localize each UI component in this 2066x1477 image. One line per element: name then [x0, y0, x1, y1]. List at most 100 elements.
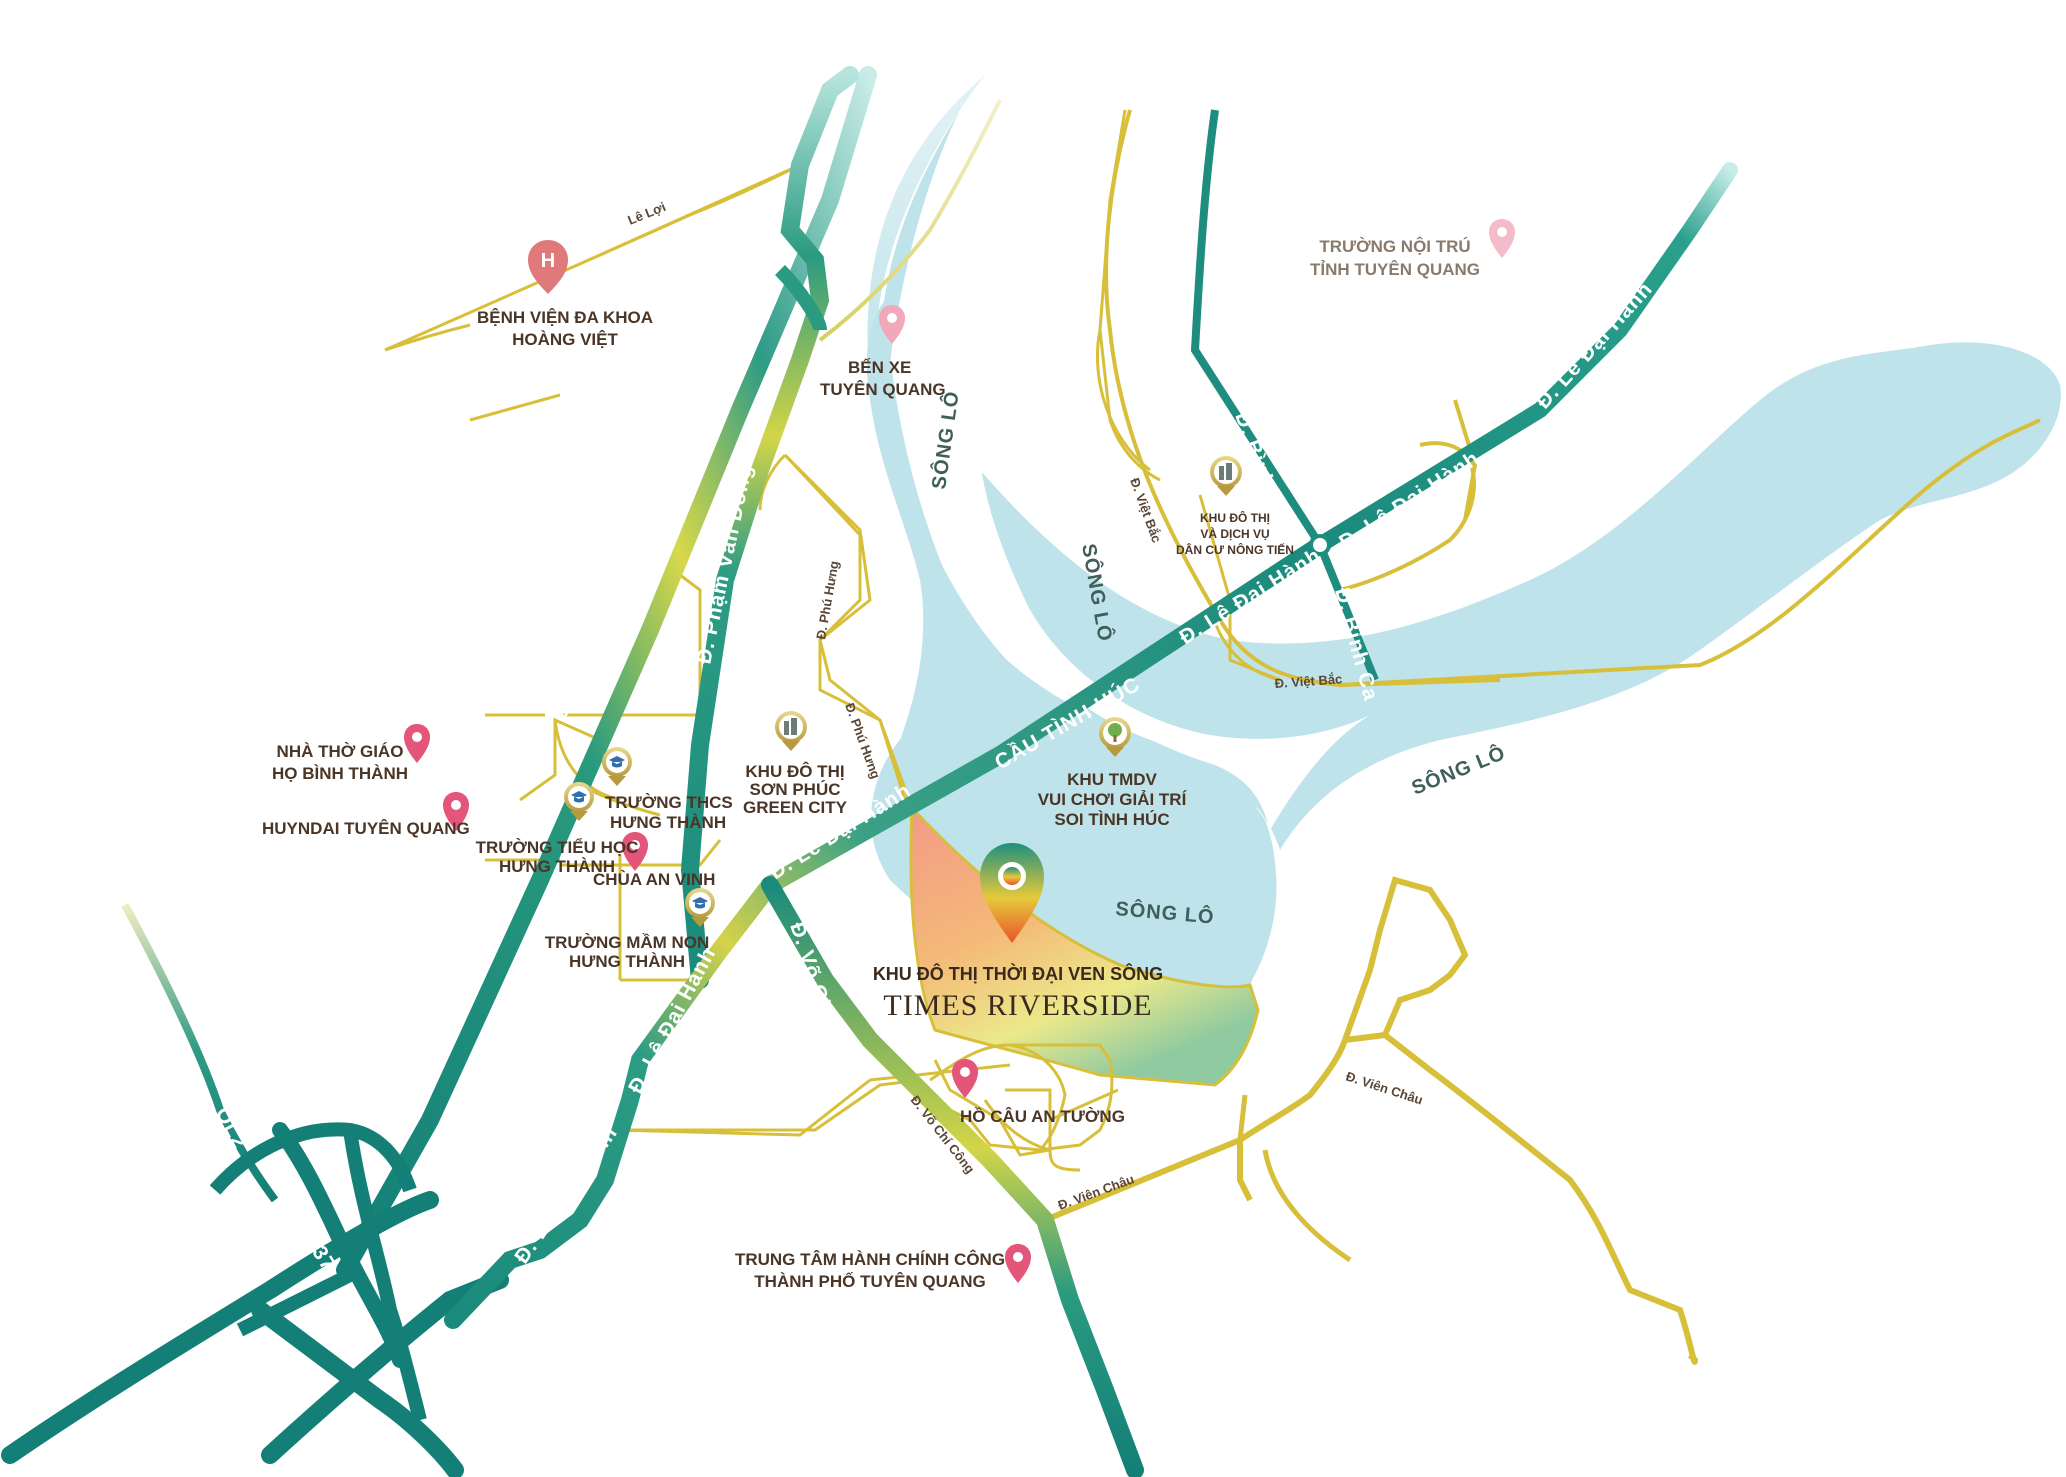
project-title: KHU ĐÔ THỊ THỜI ĐẠI VEN SÔNG [873, 963, 1163, 984]
mam-non-marker[interactable] [685, 888, 715, 927]
nha-tho-label-1: NHÀ THỜ GIÁO [277, 742, 404, 761]
vien-chau-road-2 [1344, 1031, 1699, 1365]
viet-bac-label-2: Đ. Việt Bắc [1274, 671, 1343, 691]
ho-cau-road-2 [1010, 1043, 1114, 1152]
vien-chau-spur [1262, 1149, 1352, 1263]
mam-non-label-1: TRƯỜNG MẦM NON [545, 933, 710, 952]
hospital-label-1: BỆNH VIỆN ĐA KHOA [477, 308, 653, 327]
project-name: TIMES RIVERSIDE [883, 989, 1152, 1022]
nha-tho-marker[interactable] [404, 724, 430, 763]
school-icon [609, 756, 625, 768]
nha-tho-label-2: HỌ BÌNH THÀNH [272, 764, 408, 783]
song-lo-label-3: SÔNG LÔ [1408, 740, 1509, 799]
noi-tru-marker[interactable] [1489, 219, 1515, 258]
ql2-label: QL2 [211, 1104, 252, 1154]
viet-bac-road [1104, 109, 1501, 688]
le-dai-hanh-label-6: Đ. Lê Đại Hành [1532, 277, 1658, 413]
tree-icon [1108, 723, 1122, 742]
song-lo-river-east [980, 342, 2061, 850]
times-riverside-project-area [909, 804, 1260, 1087]
viet-bac-road-2 [1339, 418, 2041, 687]
pham-van-dong-spur [774, 265, 827, 332]
huyndai-marker[interactable] [443, 792, 469, 831]
mam-non-label-2: HƯNG THÀNH [569, 952, 685, 971]
ql37-road-2[interactable] [251, 1301, 464, 1477]
tmdv-marker[interactable] [1099, 717, 1131, 757]
viet-bac-road-3 [1453, 399, 1478, 521]
nong-tien-label-1: KHU ĐÔ THỊ [1200, 510, 1270, 525]
location-pin-icon [1005, 1244, 1031, 1283]
vien-chau-south [1237, 1140, 1253, 1202]
vien-chau-loop [1342, 876, 1469, 1042]
ben-xe-label-2: TUYÊN QUANG [820, 380, 946, 399]
song-lo-label-1: SÔNG LÔ [926, 389, 964, 491]
school-icon [692, 897, 708, 909]
son-phuc-label-1: KHU ĐÔ THỊ [745, 762, 844, 781]
location-pin-icon [1489, 219, 1515, 258]
son-phuc-label-2: SƠN PHÚC [749, 780, 840, 799]
ql2-north-road [121, 903, 279, 1203]
son-phuc-marker[interactable] [775, 711, 807, 751]
chua-marker[interactable] [622, 832, 648, 871]
huyndai-label: HUYNDAI TUYÊN QUANG [262, 819, 470, 838]
vo-chi-cong-road[interactable] [761, 876, 1144, 1477]
binh-thuan-label-3: Đ. Bình Thuận [389, 852, 475, 1002]
river-bend-land-2 [960, 455, 1268, 800]
thcs-marker[interactable] [602, 747, 632, 786]
building-icon [784, 718, 797, 735]
school-icon [571, 791, 587, 803]
hospital-letter: H [541, 250, 555, 272]
nong-tien-label-3: DÂN CƯ NÔNG TIẾN [1176, 542, 1294, 557]
le-dai-hanh-label-5: Đ. Lê Đại Hành [1335, 447, 1484, 555]
tieu-hoc-label-2: HƯNG THÀNH [499, 857, 615, 876]
phu-hung-label-1: Đ. Phú Hưng [813, 560, 842, 641]
location-pin-icon [879, 305, 905, 344]
phu-hung-road [783, 453, 907, 801]
hanh-chinh-marker[interactable] [1005, 1244, 1031, 1283]
ho-cau-road [929, 1043, 1067, 1152]
nong-tien-label-2: VÀ DỊCH VỤ [1200, 526, 1269, 541]
le-dai-hanh-road[interactable] [444, 536, 1329, 1329]
le-dai-hanh-roundabout [1309, 534, 1331, 556]
hanh-chinh-road [625, 1078, 921, 1132]
location-pin-icon [404, 724, 430, 763]
chua-label: CHÙA AN VINH [593, 870, 715, 889]
junction-loop-3 [343, 1129, 427, 1422]
binh-ca-road[interactable] [1190, 109, 1379, 682]
tieu-hoc-marker[interactable] [564, 782, 594, 821]
vien-chau-label-1: Đ. Viên Châu [1056, 1171, 1136, 1212]
ben-xe-marker[interactable] [879, 305, 905, 344]
son-phuc-label-3: GREEN CITY [743, 798, 848, 817]
southern-road[interactable] [261, 1271, 509, 1464]
noi-tru-label-1: TRƯỜNG NỘI TRÚ [1319, 237, 1470, 256]
ql2-road[interactable] [272, 1122, 408, 1368]
ho-cau-label: HỒ CÂU AN TƯỜNG [960, 1107, 1125, 1126]
thcs-label-1: TRƯỜNG THCS [605, 793, 733, 812]
project-pin-icon [980, 843, 1044, 943]
tieu-hoc-label-1: TRƯỜNG TIỂU HỌC [476, 838, 639, 857]
tmdv-label-2: VUI CHƠI GIẢI TRÍ [1038, 790, 1188, 809]
vien-chau-road [1043, 1039, 1348, 1223]
pham-van-dong-road[interactable] [680, 66, 859, 989]
viet-bac-label-1: Đ. Việt Bắc [1127, 476, 1164, 545]
nong-tien-marker[interactable] [1210, 456, 1242, 496]
hanh-chinh-label-1: TRUNG TÂM HÀNH CHÍNH CÔNG [735, 1250, 1005, 1269]
building-icon [1219, 463, 1232, 480]
le-dai-hanh-ne-road[interactable] [1312, 162, 1738, 553]
location-pin-icon [443, 792, 469, 831]
noi-tru-label-2: TỈNH TUYÊN QUANG [1310, 260, 1480, 279]
le-loi-label: Lê Lợi [626, 199, 668, 228]
hospital-marker[interactable]: H [528, 240, 568, 294]
location-pin-icon [952, 1059, 978, 1098]
binh-thuan-road[interactable] [336, 66, 877, 1279]
vien-chau-label-2: Đ. Viên Châu [1344, 1069, 1425, 1108]
ql37-road[interactable] [1, 1191, 439, 1464]
hospital-icon [528, 240, 568, 294]
location-pin-icon [622, 832, 648, 871]
times-riverside-marker[interactable] [980, 843, 1044, 943]
junction-loop-2 [236, 1263, 364, 1337]
ho-cau-marker[interactable] [952, 1059, 978, 1098]
le-dai-hanh-label-4: Đ. Lê Đại Hành [1175, 544, 1325, 649]
ben-xe-road [818, 99, 1002, 342]
